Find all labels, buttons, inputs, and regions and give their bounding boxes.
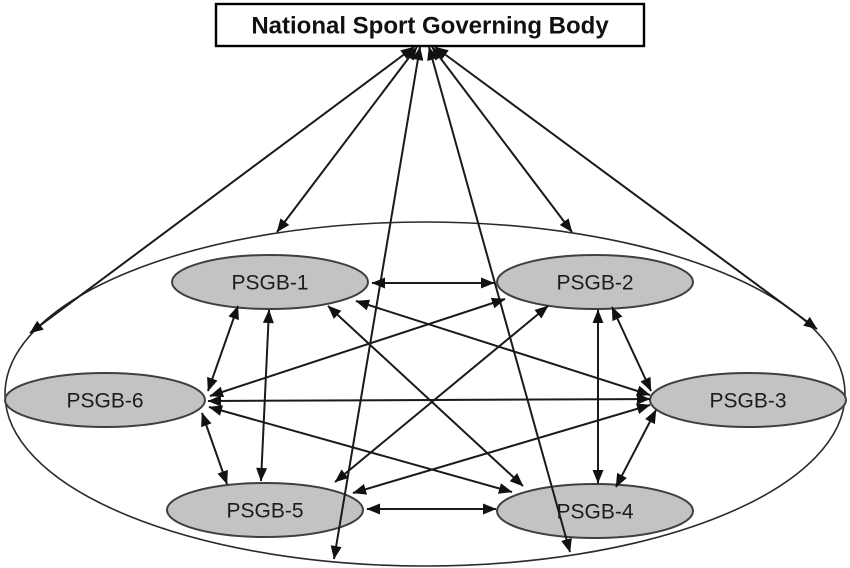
governing-body-title: National Sport Governing Body xyxy=(251,13,609,40)
psgb-1-label: PSGB-1 xyxy=(231,272,308,295)
psgb-6-label: PSGB-6 xyxy=(66,390,143,413)
edge-nsgb-group-bottom-left xyxy=(330,46,424,560)
edge-psgb3-psgb4 xyxy=(615,409,657,488)
node-psgb-3: PSGB-3 xyxy=(649,372,847,428)
psgb-4-label: PSGB-4 xyxy=(556,501,633,524)
governing-body-arrows xyxy=(29,46,818,560)
node-psgb-4: PSGB-4 xyxy=(496,483,694,539)
edge-psgb3-psgb5 xyxy=(352,403,651,495)
edge-psgb1-psgb4 xyxy=(327,305,524,487)
edge-psgb2-psgb6 xyxy=(209,297,506,398)
edge-nsgb-group-above-psgb1 xyxy=(276,46,418,233)
node-psgb-2: PSGB-2 xyxy=(496,254,694,310)
governing-body-rect xyxy=(214,2,646,48)
edge-psgb5-psgb6 xyxy=(201,412,228,485)
edge-psgb2-psgb3 xyxy=(611,306,652,392)
edge-nsgb-group-far-right xyxy=(434,46,818,330)
node-psgb-6: PSGB-6 xyxy=(4,372,206,428)
edge-nsgb-group-above-psgb2 xyxy=(431,46,573,233)
edge-psgb3-psgb6 xyxy=(207,393,651,407)
node-psgb-1: PSGB-1 xyxy=(171,254,369,310)
edge-psgb1-psgb5 xyxy=(256,309,274,482)
edge-psgb2-psgb5 xyxy=(334,305,549,483)
psgb-5-label: PSGB-5 xyxy=(226,500,303,523)
inter-psgb-arrows xyxy=(201,277,657,515)
edge-psgb4-psgb6 xyxy=(208,405,513,494)
psgb-6-ellipse xyxy=(4,372,206,428)
psgb-group-ellipse xyxy=(4,221,846,567)
node-psgb-5: PSGB-5 xyxy=(166,482,364,538)
edge-psgb1-psgb6 xyxy=(207,305,239,392)
governing-body-box: National Sport Governing Body xyxy=(214,2,646,48)
psgb-3-label: PSGB-3 xyxy=(709,390,786,413)
psgb-2-label: PSGB-2 xyxy=(556,272,633,295)
